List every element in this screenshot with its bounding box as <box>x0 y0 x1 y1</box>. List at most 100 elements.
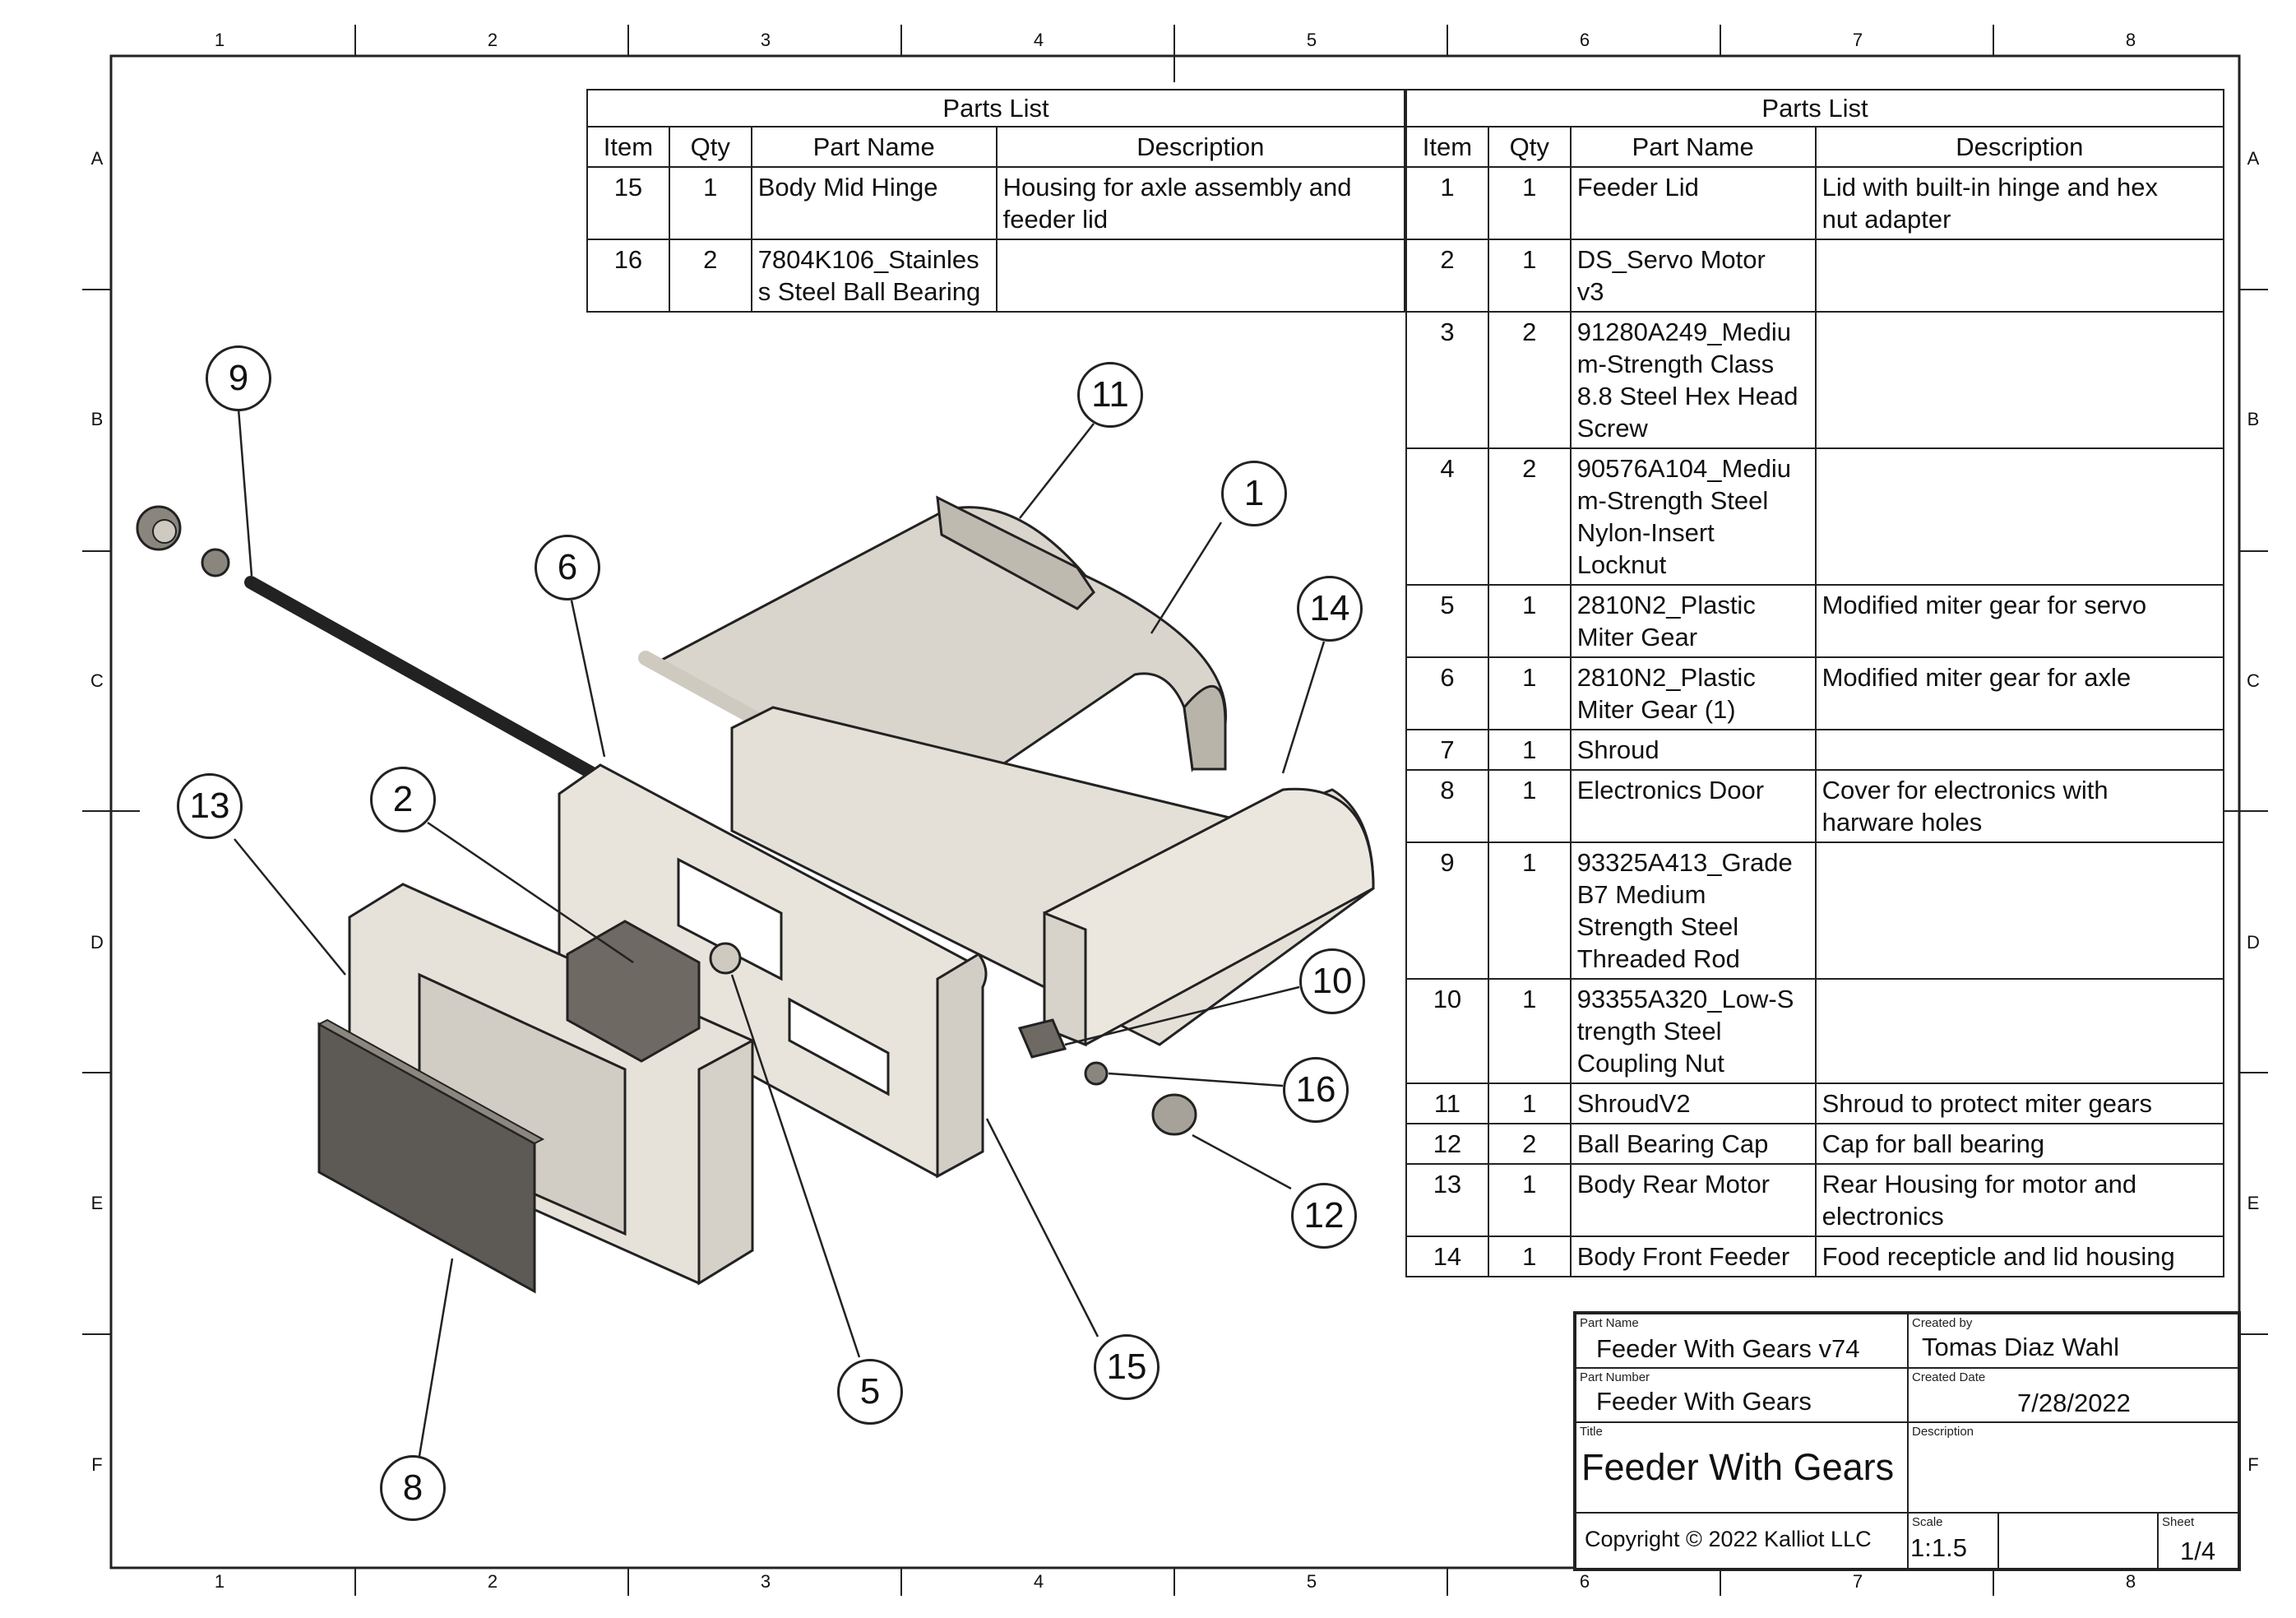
part-name-line: Coupling Nut <box>1576 1049 1724 1078</box>
tb-created-by: Tomas Diaz Wahl <box>1922 1333 2120 1361</box>
cell-part-name: Body Mid Hinge <box>750 166 998 240</box>
cell-description: Lid with built-in hinge and hex nut adapt… <box>1814 166 2225 240</box>
description-line: Cap for ball bearing <box>1822 1129 2045 1158</box>
tb-created-date: 7/28/2022 <box>2017 1389 2131 1417</box>
part-name-line: Body Front Feeder <box>1576 1242 1790 1271</box>
header-description: Description <box>1814 126 2225 168</box>
balloon-9: 9 <box>206 345 271 411</box>
cell-qty: 1 <box>668 166 752 240</box>
part-name-line: 93325A413_Grade <box>1576 848 1793 877</box>
part-name-line: Strength Steel <box>1576 912 1739 941</box>
tb-created-by-caption: Created by <box>1912 1316 1973 1330</box>
cell-part-name: Ball Bearing Cap <box>1569 1123 1817 1165</box>
part-name-line: 2810N2_Plastic <box>1576 663 1756 692</box>
header-part-name: Part Name <box>1569 126 1817 168</box>
zone-row-d: D <box>90 932 104 953</box>
zone-col-8-bottom: 8 <box>2125 1571 2136 1592</box>
cell-qty: 1 <box>1487 166 1572 240</box>
cell-description <box>1814 841 2225 980</box>
header-item: Item <box>1405 126 1489 168</box>
balloon-15: 15 <box>1094 1334 1160 1400</box>
cell-item: 13 <box>1405 1163 1489 1237</box>
tb-title-cell: Title Feeder With Gears <box>1575 1421 1909 1514</box>
part-name-line: Ball Bearing Cap <box>1576 1129 1769 1158</box>
zone-col-6: 6 <box>1579 30 1590 50</box>
cell-item: 6 <box>1405 656 1489 730</box>
zone-col-1-bottom: 1 <box>214 1571 225 1592</box>
zone-row-b: B <box>90 409 104 429</box>
cell-description: Food recepticle and lid housing <box>1814 1236 2225 1277</box>
cell-part-name: ShroudV2 <box>1569 1083 1817 1124</box>
zone-row-c-right: C <box>2247 670 2260 691</box>
description-line: nut adapter <box>1822 205 1951 234</box>
tb-part-number-cell: Part Number Feeder With Gears <box>1575 1367 1909 1423</box>
cell-part-name: Shroud <box>1569 729 1817 771</box>
zone-col-3: 3 <box>760 30 771 50</box>
part-name-line: m-Strength Class <box>1576 350 1775 378</box>
cell-qty: 2 <box>1487 1123 1572 1165</box>
coupling-nut <box>1017 1018 1067 1059</box>
part-name-line: Miter Gear (1) <box>1576 695 1736 724</box>
cell-item: 8 <box>1405 769 1489 843</box>
cell-description <box>1814 978 2225 1084</box>
tb-part-name-caption: Part Name <box>1580 1316 1639 1330</box>
zone-col-5-bottom: 5 <box>1306 1571 1317 1592</box>
cell-item: 16 <box>586 239 670 313</box>
part-name-line: s Steel Ball Bearing <box>757 277 981 306</box>
part-name-line: Electronics Door <box>1576 776 1765 804</box>
cell-part-name: Body Front Feeder <box>1569 1236 1817 1277</box>
zone-col-1: 1 <box>214 30 225 50</box>
cell-item: 2 <box>1405 239 1489 313</box>
tb-sheet-caption: Sheet <box>2162 1515 2195 1529</box>
tb-part-number: Feeder With Gears <box>1596 1387 1812 1416</box>
tb-description-cell: Description <box>1907 1421 2239 1514</box>
cell-description: Cap for ball bearing <box>1814 1123 2225 1165</box>
cell-qty: 1 <box>1487 769 1572 843</box>
tb-title: Feeder With Gears <box>1581 1446 1895 1488</box>
part-name-line: Threaded Rod <box>1576 944 1740 973</box>
zone-col-2-bottom: 2 <box>487 1571 498 1592</box>
cell-description <box>995 239 1406 313</box>
description-line: Lid with built-in hinge and hex <box>1822 173 2159 202</box>
cell-part-name: Body Rear Motor <box>1569 1163 1817 1237</box>
cell-description: Modified miter gear for servo <box>1814 584 2225 658</box>
part-name-line: DS_Servo Motor <box>1576 245 1766 274</box>
cell-part-name: Electronics Door <box>1569 769 1817 843</box>
tb-sheet-cell: Sheet 1/4 <box>2157 1512 2239 1569</box>
balloon-13: 13 <box>177 773 243 839</box>
cell-item: 9 <box>1405 841 1489 980</box>
part-name-line: Body Mid Hinge <box>757 173 938 202</box>
tb-scale: 1:1.5 <box>1910 1533 1967 1562</box>
part-name-line: 8.8 Steel Hex Head <box>1576 382 1798 410</box>
cell-item: 12 <box>1405 1123 1489 1165</box>
description-line: Modified miter gear for servo <box>1822 591 2147 619</box>
title-block: Part Name Feeder With Gears v74 Created … <box>1573 1311 2241 1571</box>
part-name-line: 93355A320_Low-S <box>1576 985 1794 1013</box>
tb-copyright: Copyright © 2022 Kalliot LLC <box>1585 1527 1872 1551</box>
cell-part-name: Feeder Lid <box>1569 166 1817 240</box>
cell-qty: 1 <box>1487 1083 1572 1124</box>
part-name-line: B7 Medium <box>1576 880 1706 909</box>
parts-list-left: Parts List Item Qty Part Name Descriptio… <box>586 89 1406 313</box>
zone-row-b-right: B <box>2247 409 2260 429</box>
description-line: harware holes <box>1822 808 1983 837</box>
shroud <box>936 495 1095 610</box>
cell-item: 11 <box>1405 1083 1489 1124</box>
zone-col-4-bottom: 4 <box>1033 1571 1044 1592</box>
electronics-door <box>317 1018 545 1294</box>
cell-item: 1 <box>1405 166 1489 240</box>
balloon-10: 10 <box>1299 948 1365 1014</box>
